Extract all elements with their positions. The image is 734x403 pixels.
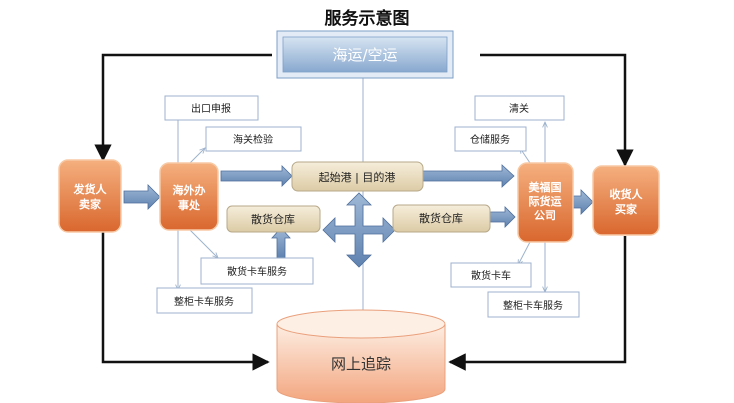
label-export-declaration-text: 出口申报 (191, 102, 231, 115)
overseas-label-line1: 海外办 (173, 183, 206, 197)
warehouse-right-label: 散货仓库 (419, 211, 463, 225)
overseas-office-node: 海外办 事处 (159, 162, 219, 231)
sender-label-line1: 发货人 (73, 182, 108, 196)
receiver-node: 收货人 买家 (592, 165, 660, 236)
warehouse-left-label: 散货仓库 (251, 212, 295, 226)
shipping-label: 海运/空运 (332, 46, 397, 64)
meifu-company-node: 美福国 际货运 公司 (517, 162, 574, 243)
shipping-node: 海运/空运 (276, 30, 454, 79)
receiver-label-line2: 买家 (615, 202, 638, 216)
label-container-truck-left: 整柜卡车服务 (156, 287, 253, 314)
warehouse-right-node: 散货仓库 (392, 204, 491, 233)
meifu-label-line3: 公司 (534, 209, 556, 222)
warehouse-left-node: 散货仓库 (226, 205, 321, 233)
label-customs-inspection: 海关检验 (205, 126, 302, 152)
outer-flow-arrows (94, 53, 634, 371)
receiver-label-line1: 收货人 (610, 187, 644, 201)
label-export-declaration: 出口申报 (164, 95, 259, 121)
tracking-label: 网上追踪 (331, 355, 391, 373)
meifu-label-line2: 际货运 (529, 194, 562, 208)
meifu-label-line1: 美福国 (529, 180, 562, 194)
sender-node: 发货人 卖家 (58, 159, 122, 233)
label-bulk-truck-left-text: 散货卡车服务 (227, 265, 287, 278)
block-arrows (123, 164, 594, 268)
overseas-label-line2: 事处 (178, 198, 201, 212)
label-storage: 仓储服务 (454, 126, 527, 152)
port-node: 起始港 | 目的港 (291, 161, 424, 192)
port-label: 起始港 | 目的港 (319, 170, 396, 184)
label-container-truck-right: 整柜卡车服务 (487, 291, 580, 318)
online-tracking-node: 网上追踪 (276, 309, 446, 403)
label-bulk-truck-right-text: 散货卡车 (471, 269, 511, 282)
label-container-truck-left-text: 整柜卡车服务 (174, 295, 234, 308)
diagram-title: 服务示意图 (325, 8, 410, 29)
label-clearance-text: 清关 (509, 102, 529, 115)
label-customs-inspection-text: 海关检验 (233, 133, 273, 146)
label-clearance: 清关 (474, 95, 565, 121)
label-storage-text: 仓储服务 (470, 133, 510, 146)
label-bulk-truck-right: 散货卡车 (450, 262, 532, 288)
sender-label-line2: 卖家 (79, 197, 102, 211)
label-container-truck-right-text: 整柜卡车服务 (503, 299, 563, 312)
label-bulk-truck-left: 散货卡车服务 (200, 257, 314, 285)
